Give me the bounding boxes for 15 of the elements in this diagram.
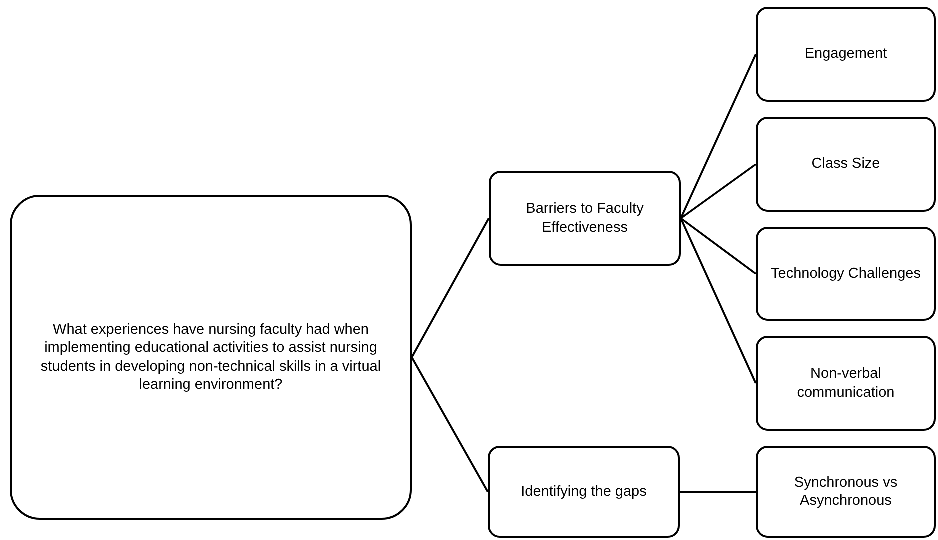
connector-line: [680, 164, 757, 220]
connector-line: [680, 491, 756, 493]
topic-box: Class Size: [756, 117, 936, 212]
connector-line: [411, 218, 490, 358]
topic-box: Barriers to Faculty Effectiveness: [489, 171, 681, 266]
connector-line: [411, 357, 489, 492]
topic-box: Synchronous vs Asynchronous: [756, 446, 936, 538]
connector-line: [680, 218, 757, 275]
topic-box: Engagement: [756, 7, 936, 102]
connector-line: [680, 218, 757, 384]
question-box: What experiences have nursing faculty had when implementing educational activities to assist nursing students in developing non-technical skills in a virtual learning environment?: [10, 195, 412, 520]
topic-box: Technology Challenges: [756, 227, 936, 321]
topic-box: Non-verbal communication: [756, 336, 936, 431]
connector-line: [680, 54, 757, 219]
topic-box: Identifying the gaps: [488, 446, 680, 538]
